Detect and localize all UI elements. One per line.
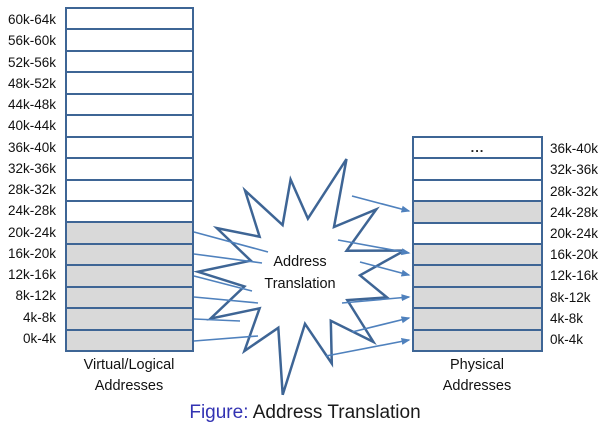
memory-cell [67, 137, 192, 160]
row-label: 4k-8k [22, 309, 56, 325]
row-label: 12k-16k [550, 268, 599, 284]
memory-cell-mapped [414, 202, 541, 224]
virtual-address-table [65, 7, 194, 352]
memory-cell-mapped [414, 245, 541, 267]
memory-cell-mapped [414, 287, 541, 310]
row-label: 36k-40k [550, 141, 599, 157]
row-label: 32k-36k [7, 160, 56, 176]
row-label: 16k-20k [7, 245, 56, 261]
physical-address-table: ... [412, 136, 543, 352]
virtual-table-caption: Virtual/Logical Addresses [44, 355, 214, 397]
memory-cell [67, 201, 192, 224]
row-label: 0k-4k [22, 330, 56, 346]
row-label: 48k-52k [7, 75, 56, 91]
row-label: 40k-44k [7, 118, 56, 134]
row-label: 28k-32k [550, 183, 599, 199]
memory-cell-mapped [67, 309, 192, 331]
memory-cell-mapped [67, 330, 192, 350]
memory-cell [67, 30, 192, 52]
caption-line: Physical [450, 357, 504, 373]
memory-cell [67, 9, 192, 31]
physical-table-caption: Physical Addresses [392, 355, 562, 397]
figure-caption: Figure: Address Translation [0, 402, 610, 424]
mapping-line-virtual [193, 296, 259, 304]
mapping-arrow-physical [351, 316, 411, 333]
row-label: 24k-28k [7, 203, 56, 219]
row-label: 32k-36k [550, 162, 599, 178]
memory-cell-mapped [67, 244, 192, 267]
starburst-label: Address Translation [228, 251, 372, 295]
caption-line: Addresses [442, 378, 512, 394]
starburst-label-line: Address [273, 254, 327, 270]
figure-caption-text: Address Translation [252, 402, 421, 423]
row-label: 20k-24k [7, 224, 56, 240]
memory-cell [414, 159, 541, 181]
memory-cell [67, 180, 192, 202]
mapping-arrow-physical [351, 195, 411, 213]
mapping-arrow-physical [325, 337, 411, 357]
row-label: 60k-64k [7, 12, 56, 28]
memory-cell [67, 159, 192, 181]
caption-line: Addresses [94, 378, 164, 394]
ellipsis-text: ... [470, 140, 485, 156]
row-label: 52k-56k [7, 54, 56, 70]
starburst-label-line: Translation [264, 276, 336, 292]
row-label: 20k-24k [550, 225, 599, 241]
virtual-address-labels: 60k-64k 56k-60k 52k-56k 48k-52k 44k-48k … [0, 9, 61, 349]
memory-cell [414, 223, 541, 246]
memory-cell [67, 51, 192, 74]
memory-cell-mapped [414, 266, 541, 288]
memory-cell [67, 116, 192, 138]
row-label: 24k-28k [550, 204, 599, 220]
memory-cell [67, 73, 192, 95]
row-label: 12k-16k [7, 267, 56, 283]
row-label: 4k-8k [550, 310, 584, 326]
memory-cell-mapped [67, 266, 192, 288]
memory-cell-mapped [67, 287, 192, 310]
memory-cell: ... [414, 138, 541, 160]
row-label: 16k-20k [550, 247, 599, 263]
mapping-arrow-physical [341, 294, 411, 304]
memory-cell-mapped [414, 330, 541, 351]
row-label: 8k-12k [15, 288, 56, 304]
mapping-line-virtual [193, 231, 269, 253]
memory-cell-mapped [414, 309, 541, 331]
row-label: 8k-12k [550, 289, 591, 305]
row-label: 0k-4k [550, 331, 584, 347]
figure-caption-prefix: Figure: [189, 402, 249, 423]
physical-address-labels: 36k-40k 32k-36k 28k-32k 24k-28k 20k-24k … [543, 138, 609, 350]
mapping-line-virtual [193, 335, 259, 342]
memory-cell [414, 180, 541, 203]
row-label: 36k-40k [7, 139, 56, 155]
row-label: 56k-60k [7, 33, 56, 49]
row-label: 44k-48k [7, 97, 56, 113]
caption-line: Virtual/Logical [83, 357, 175, 373]
mapping-line-virtual [193, 318, 241, 322]
memory-cell [67, 94, 192, 117]
row-label: 28k-32k [7, 182, 56, 198]
memory-cell-mapped [67, 223, 192, 245]
